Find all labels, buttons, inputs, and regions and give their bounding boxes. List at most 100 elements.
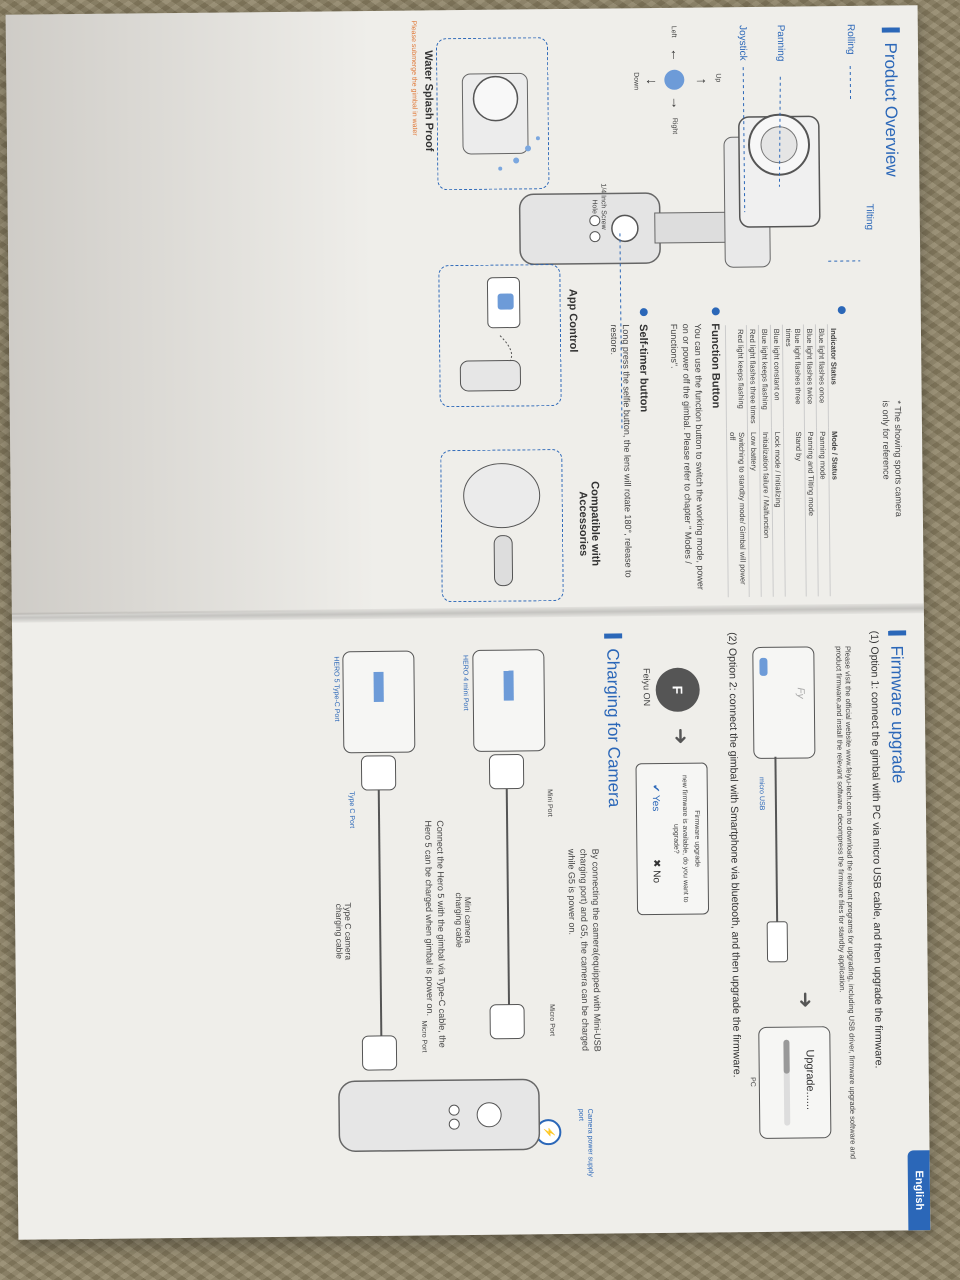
joystick-directions: Up Down Left Right ↑ ↓ ← → — [622, 25, 723, 146]
hero4-port-icon — [503, 670, 514, 701]
indicator-table: Indicator Status Mode / Status Blue ligh… — [725, 324, 842, 598]
table-cell: Initialization failure / Malfunction — [759, 427, 774, 597]
table-cell: Blue light keeps flashing — [758, 324, 772, 428]
self-timer-bullet-icon — [639, 308, 648, 317]
feiyu-logo: Fy — [794, 687, 806, 699]
mini-cable-label: Mini camera charging cable — [453, 892, 474, 948]
hero5-text: Connect the Hero 5 with the gimbal via T… — [423, 820, 448, 1048]
water-splash-title: Water Splash Proof — [422, 50, 436, 152]
upgrade-progress-track — [783, 1039, 791, 1126]
language-tab: English — [907, 1150, 931, 1231]
arrow-right-icon: → — [668, 95, 685, 110]
water-splash-illustration — [461, 72, 540, 171]
self-timer-section: Self-timer button Long press the selfie … — [608, 308, 656, 598]
table-cell: Switching to standby mode/ Gimbal will p… — [726, 428, 750, 598]
typec-cable-label: Type C camera charging cable — [333, 902, 354, 961]
dialog-yes-label: Yes — [649, 794, 661, 812]
dialog-yes-button[interactable]: ✔ Yes — [649, 783, 661, 812]
mini-port-label: Mini Port — [545, 789, 554, 817]
hero5-port-icon — [373, 671, 384, 702]
indicator-bullet-icon — [837, 306, 846, 315]
charging-title-block: Charging for Camera — [602, 633, 624, 807]
joystick-up-label: Up — [714, 73, 722, 83]
micro-port-label-2: Micro Port — [420, 1020, 428, 1053]
micro-port-label: Micro Port — [548, 1004, 556, 1037]
feiyu-on-label: Feiyu ON — [641, 668, 652, 707]
firmware-option1-text: Please visit the official website www.fe… — [834, 645, 858, 1160]
hero5-label: HERO 5 Type-C Port — [332, 656, 341, 722]
rotated-content: English Product Overview Rolling Tilting — [6, 5, 931, 1239]
feiyu-app-icon: F — [655, 667, 700, 713]
firmware-title: Firmware upgrade — [887, 645, 908, 784]
joystick-right-label: Right — [670, 117, 678, 135]
arrow-right-icon-2: ➜ — [669, 727, 692, 745]
dialog-text: new firmware is available, do you want t… — [672, 774, 689, 903]
indicator-header-status: Indicator Status — [827, 324, 840, 428]
arrow-down-icon: ↓ — [644, 77, 661, 86]
firmware-title-block: Firmware upgrade — [886, 630, 908, 784]
micro-usb-label: micro USB — [757, 776, 765, 811]
table-cell: Low battery — [747, 427, 762, 598]
self-timer-text: Long press the selfie button, the lens w… — [608, 324, 634, 578]
supply-port-label: Camera power supply port — [577, 1108, 594, 1177]
function-button-text: You can use the function button to switc… — [668, 323, 706, 590]
dialog-title: Firmware upgrade — [692, 810, 701, 868]
hero5-camera — [342, 650, 416, 754]
firmware-option2: (2) Option 2: connect the gimbal with Sm… — [726, 632, 743, 1078]
tilting-label: Tilting — [863, 203, 875, 231]
accessories-illustration — [463, 463, 541, 587]
table-cell: Red light flashes three times — [746, 324, 760, 429]
water-warning: Please submerge the gimbal in water — [409, 20, 418, 136]
table-cell: Blue light flashes three times — [782, 324, 805, 428]
usb-cable-illustration — [766, 756, 789, 963]
table-cell: Stand by — [783, 427, 807, 597]
overview-leader-lines — [619, 65, 861, 429]
app-control-box — [438, 264, 562, 408]
joystick-down-label: Down — [632, 72, 640, 91]
table-cell: Blue light flashes twice — [803, 324, 817, 428]
reference-note: * The showing sports camera is only for … — [880, 400, 904, 517]
dialog-no-button[interactable]: ✖ No — [650, 858, 662, 884]
screw-hole-label: 1/4 Inch Screw Hole — [590, 183, 607, 230]
app-control-illustration — [459, 276, 521, 392]
mini-cable-illustration — [488, 753, 525, 1040]
water-splash-box — [435, 37, 550, 191]
firmware-option1: (1) Option 1: connect the gimbal with PC… — [868, 630, 885, 1069]
joystick-dot-icon — [664, 69, 685, 90]
gimbal-usb-illustration: Fy — [752, 646, 816, 760]
self-timer-title: Self-timer button — [636, 324, 650, 413]
hero4-label: HERO 4 mini Port — [461, 654, 469, 711]
table-cell: Red light keeps flashing — [725, 325, 748, 429]
arrow-left-icon: ← — [667, 47, 685, 62]
charging-text: By connecting the camera(equipped with M… — [566, 848, 603, 1052]
indicator-section: Indicator Status Mode / Status Blue ligh… — [725, 306, 854, 598]
gimbal-illustration — [518, 113, 821, 268]
arrow-right-icon: ➜ — [793, 991, 817, 1009]
charging-gimbal-illustration — [338, 1078, 541, 1152]
function-button-section: Function Button You can use the function… — [668, 307, 728, 598]
accessories-box — [440, 449, 564, 603]
charging-title: Charging for Camera — [603, 648, 624, 808]
upgrade-progress-fill — [783, 1039, 790, 1075]
function-bullet-icon — [711, 307, 720, 316]
dialog-no-label: No — [650, 870, 662, 884]
joystick-label: Joystick — [736, 25, 749, 61]
app-control-title: App Control — [566, 288, 580, 353]
arrow-up-icon: ↑ — [694, 77, 711, 85]
accessories-title: Compatible with Accessories — [576, 481, 602, 567]
rolling-label: Rolling — [844, 23, 857, 55]
function-button-title: Function Button — [708, 323, 722, 409]
upgrade-dialog: Firmware upgrade new firmware is availab… — [635, 762, 710, 916]
table-cell: Panning and Tilting mode — [804, 427, 819, 597]
pc-monitor: Upgrade...... — [758, 1026, 832, 1139]
firmware-title-bar-icon — [888, 630, 907, 636]
typec-port-label: Type C Port — [347, 791, 356, 829]
joystick-knob — [611, 214, 639, 243]
charging-title-bar-icon — [604, 633, 623, 639]
panning-label: Panning — [774, 24, 787, 62]
table-cell: Blue light flashes once — [815, 324, 829, 428]
typec-cable-illustration — [360, 755, 398, 1071]
indicator-header-mode: Mode / Status — [828, 427, 842, 597]
